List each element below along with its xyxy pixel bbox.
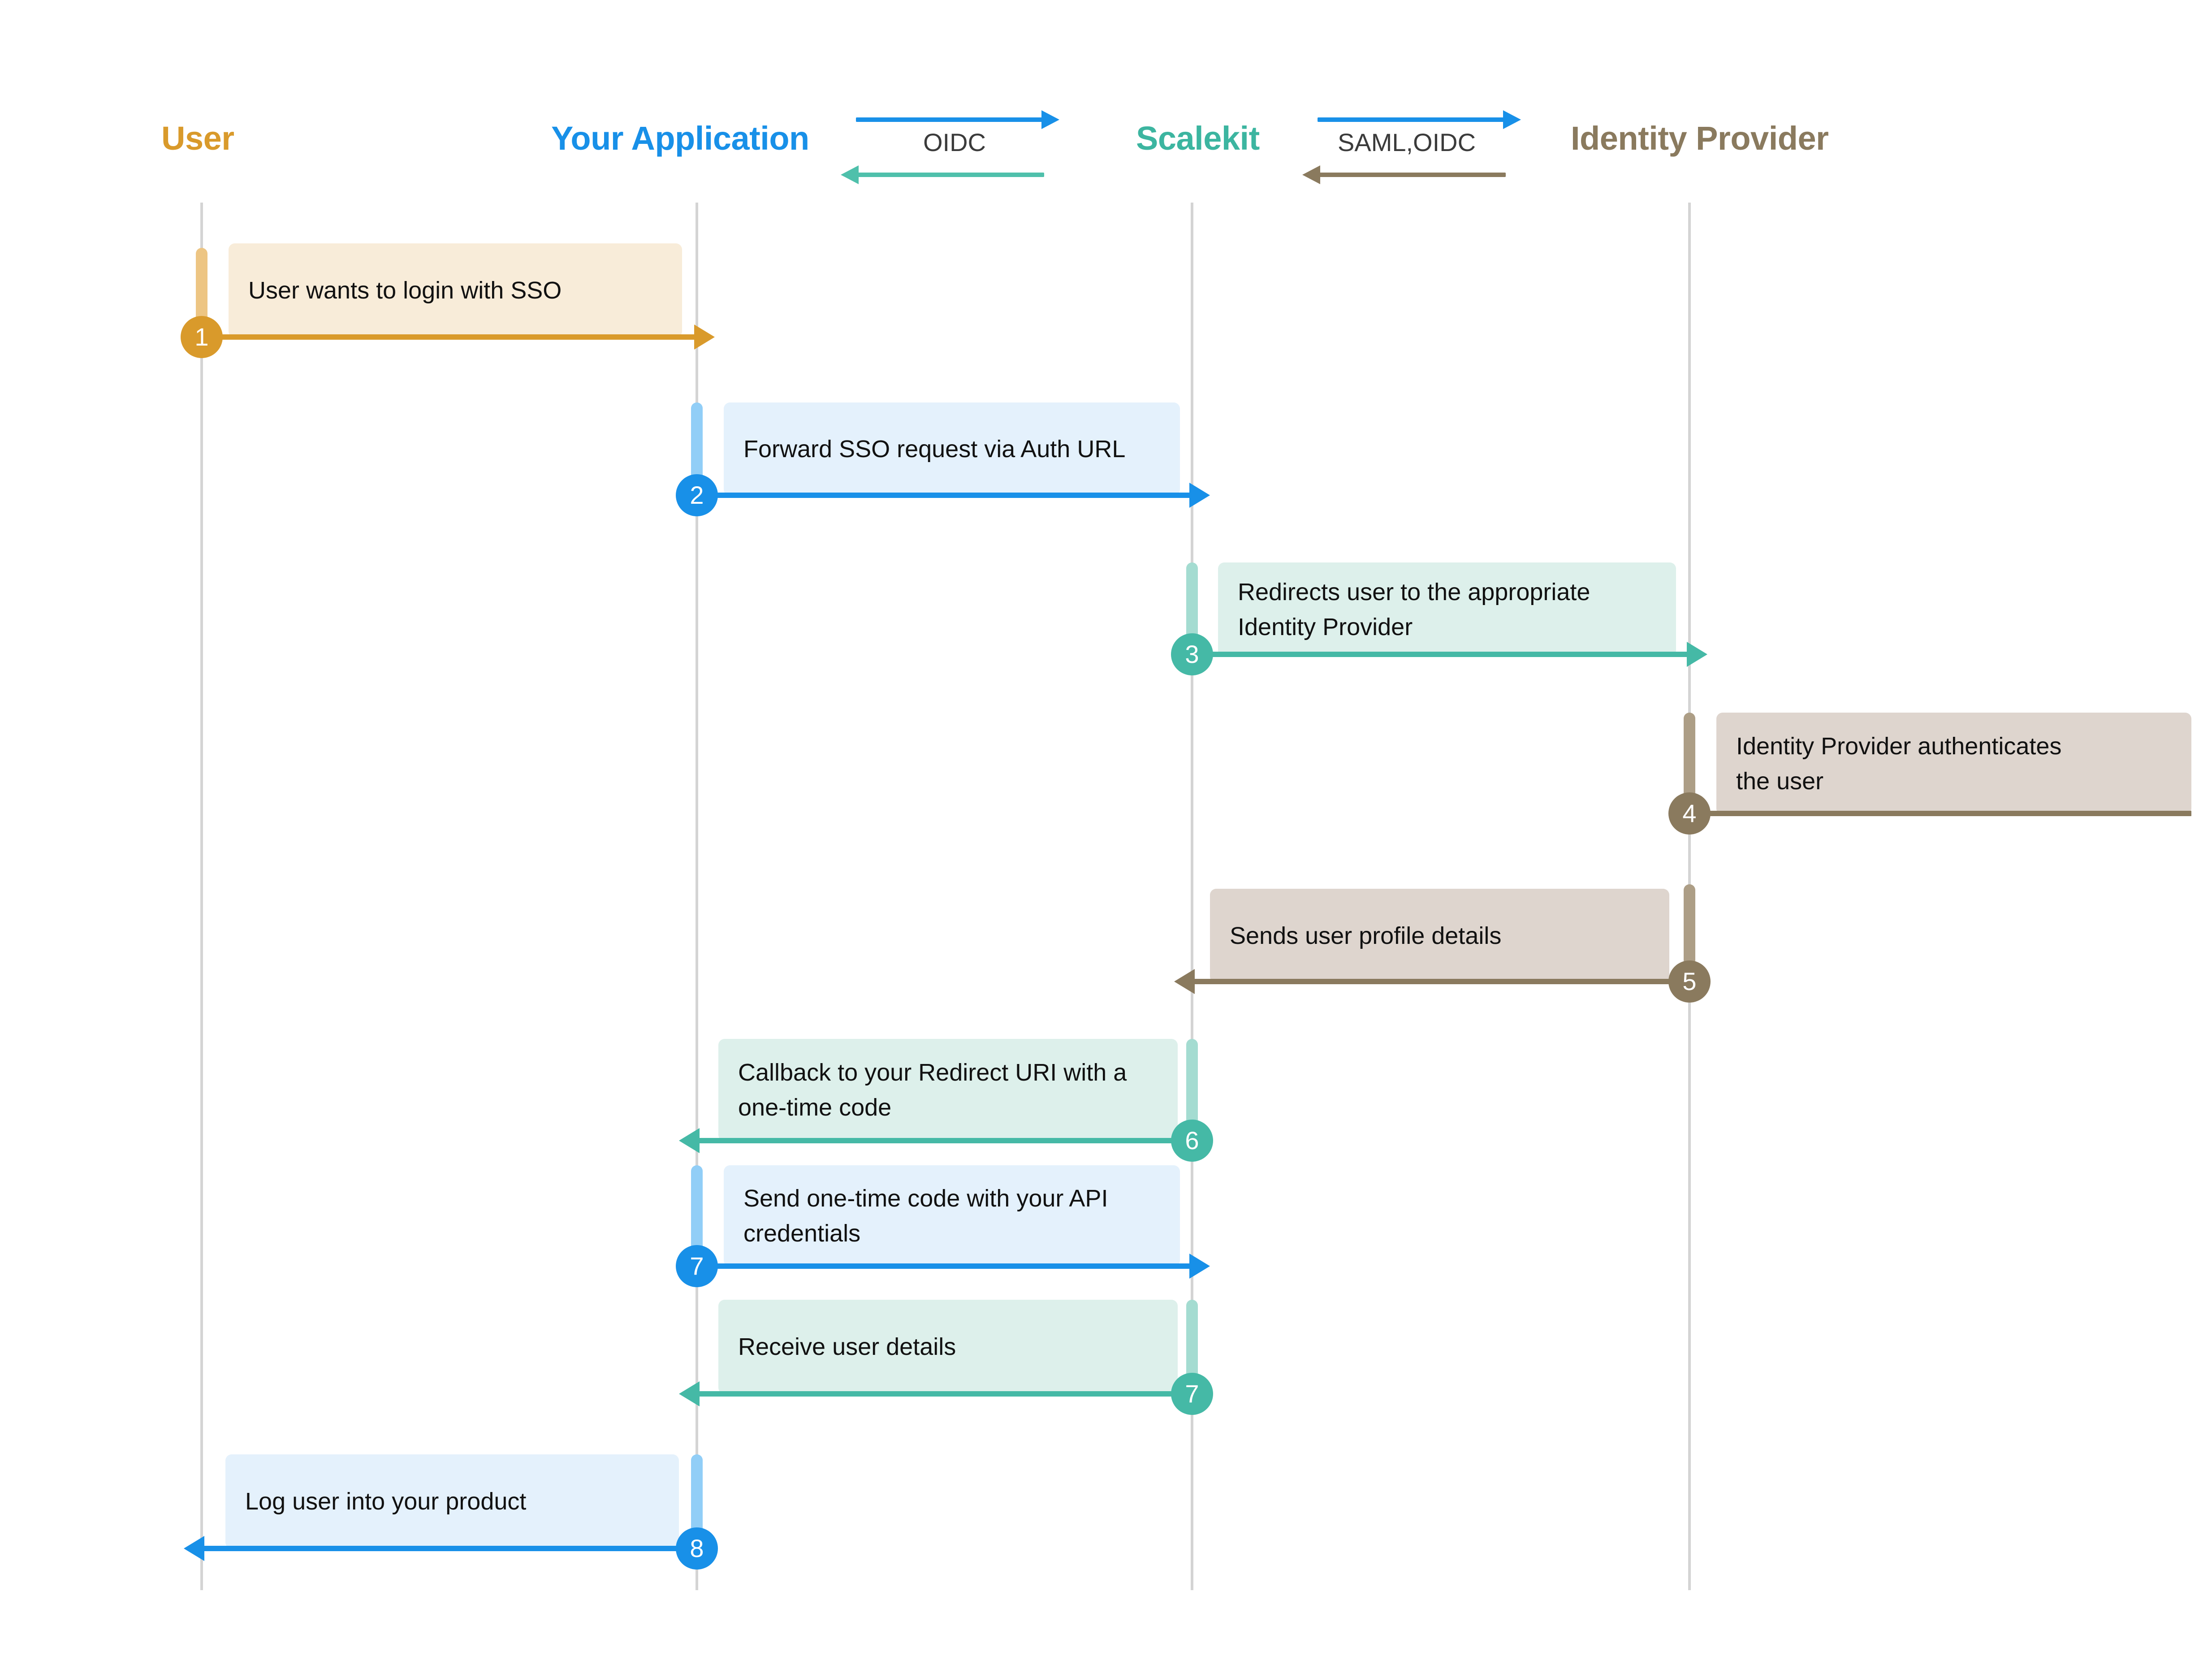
message-text: User wants to login with SSO [248, 277, 562, 304]
lifeline-app [696, 203, 698, 1590]
activation-bar-step-8-8 [691, 1454, 703, 1536]
arrow-head-right-icon-step-2-1 [1189, 483, 1210, 508]
activation-bar-step-7-6 [691, 1165, 703, 1254]
message-box-step-6-5: Callback to your Redirect URI with a one… [718, 1039, 1178, 1141]
message-box-step-5-4: Sends user profile details [1210, 889, 1669, 983]
message-box-step-3-2: Redirects user to the appropriate Identi… [1218, 562, 1676, 657]
arrow-head-right-icon [1041, 110, 1059, 129]
arrow-head-left-icon [841, 165, 859, 184]
activation-bar-step-3-2 [1186, 562, 1198, 643]
arrow-shaft [1318, 173, 1506, 177]
step-badge-7-6[interactable]: 7 [676, 1245, 718, 1287]
step-badge-1-0[interactable]: 1 [181, 316, 223, 358]
message-arrow-step-7-7 [697, 1391, 1192, 1397]
message-text: Receive user details [738, 1333, 956, 1360]
actor-header-app: Your Application [551, 120, 809, 157]
arrow-head-left-icon-step-6-5 [679, 1128, 700, 1153]
message-arrow-step-4-3 [1689, 811, 2191, 816]
message-box-step-2-1: Forward SSO request via Auth URL [724, 402, 1180, 496]
step-badge-6-5[interactable]: 6 [1171, 1120, 1213, 1162]
arrow-head-left-icon-step-5-4 [1174, 969, 1195, 994]
message-arrow-step-3-2 [1192, 652, 1689, 657]
activation-bar-step-1-0 [196, 248, 207, 329]
arrow-head-left-icon-step-7-7 [679, 1381, 700, 1406]
arrow-head-right-icon [1503, 110, 1521, 129]
arrow-head-right-icon-step-1-0 [694, 324, 715, 350]
arrow-head-right-icon-step-7-6 [1189, 1254, 1210, 1279]
arrow-shaft [856, 117, 1044, 122]
actor-header-scalekit: Scalekit [1136, 120, 1260, 157]
message-text: Log user into your product [245, 1488, 527, 1515]
step-badge-2-1[interactable]: 2 [676, 474, 718, 516]
activation-bar-step-2-1 [691, 402, 703, 484]
message-text: Sends user profile details [1230, 922, 1502, 949]
arrow-head-left-icon-step-8-8 [184, 1536, 204, 1561]
message-text: Send one-time code with your API credent… [743, 1185, 1108, 1247]
activation-bar-step-6-5 [1186, 1039, 1198, 1129]
activation-bar-step-7-7 [1186, 1300, 1198, 1380]
message-text: Redirects user to the appropriate Identi… [1238, 578, 1590, 640]
message-arrow-step-8-8 [202, 1546, 697, 1551]
message-arrow-step-5-4 [1192, 979, 1689, 984]
step-badge-3-2[interactable]: 3 [1171, 633, 1213, 675]
actor-header-idp: Identity Provider [1571, 120, 1829, 157]
message-text: Callback to your Redirect URI with a one… [738, 1059, 1127, 1121]
message-arrow-step-7-6 [697, 1263, 1192, 1269]
lifeline-scalekit [1191, 203, 1193, 1590]
lifeline-user [200, 203, 203, 1590]
arrow-head-left-icon [1302, 165, 1320, 184]
message-text: Forward SSO request via Auth URL [743, 435, 1126, 463]
message-box-step-1-0: User wants to login with SSO [229, 243, 682, 337]
protocol-label-oidc: OIDC [923, 128, 986, 156]
protocol-label-saml-oidc: SAML,OIDC [1338, 128, 1476, 156]
activation-bar-step-5-4 [1684, 884, 1695, 966]
activation-bar-step-4-3 [1684, 713, 1695, 802]
arrow-head-right-icon-step-3-2 [1687, 642, 1707, 667]
actor-header-user: User [161, 120, 234, 157]
step-badge-8-8[interactable]: 8 [676, 1527, 718, 1570]
message-box-step-7-6: Send one-time code with your API credent… [724, 1165, 1180, 1267]
message-arrow-step-1-0 [202, 334, 697, 340]
arrow-shaft [856, 173, 1044, 177]
message-arrow-step-6-5 [697, 1138, 1192, 1143]
step-badge-4-3[interactable]: 4 [1668, 792, 1711, 835]
message-text: Identity Provider authenticates the user [1736, 732, 2062, 795]
step-badge-7-7[interactable]: 7 [1171, 1373, 1213, 1415]
message-box-step-4-3: Identity Provider authenticates the user [1716, 713, 2191, 815]
arrow-shaft [1318, 117, 1506, 122]
step-badge-5-4[interactable]: 5 [1668, 960, 1711, 1003]
message-box-step-8-8: Log user into your product [225, 1454, 679, 1548]
message-arrow-step-2-1 [697, 493, 1192, 498]
message-box-step-7-7: Receive user details [718, 1300, 1178, 1394]
